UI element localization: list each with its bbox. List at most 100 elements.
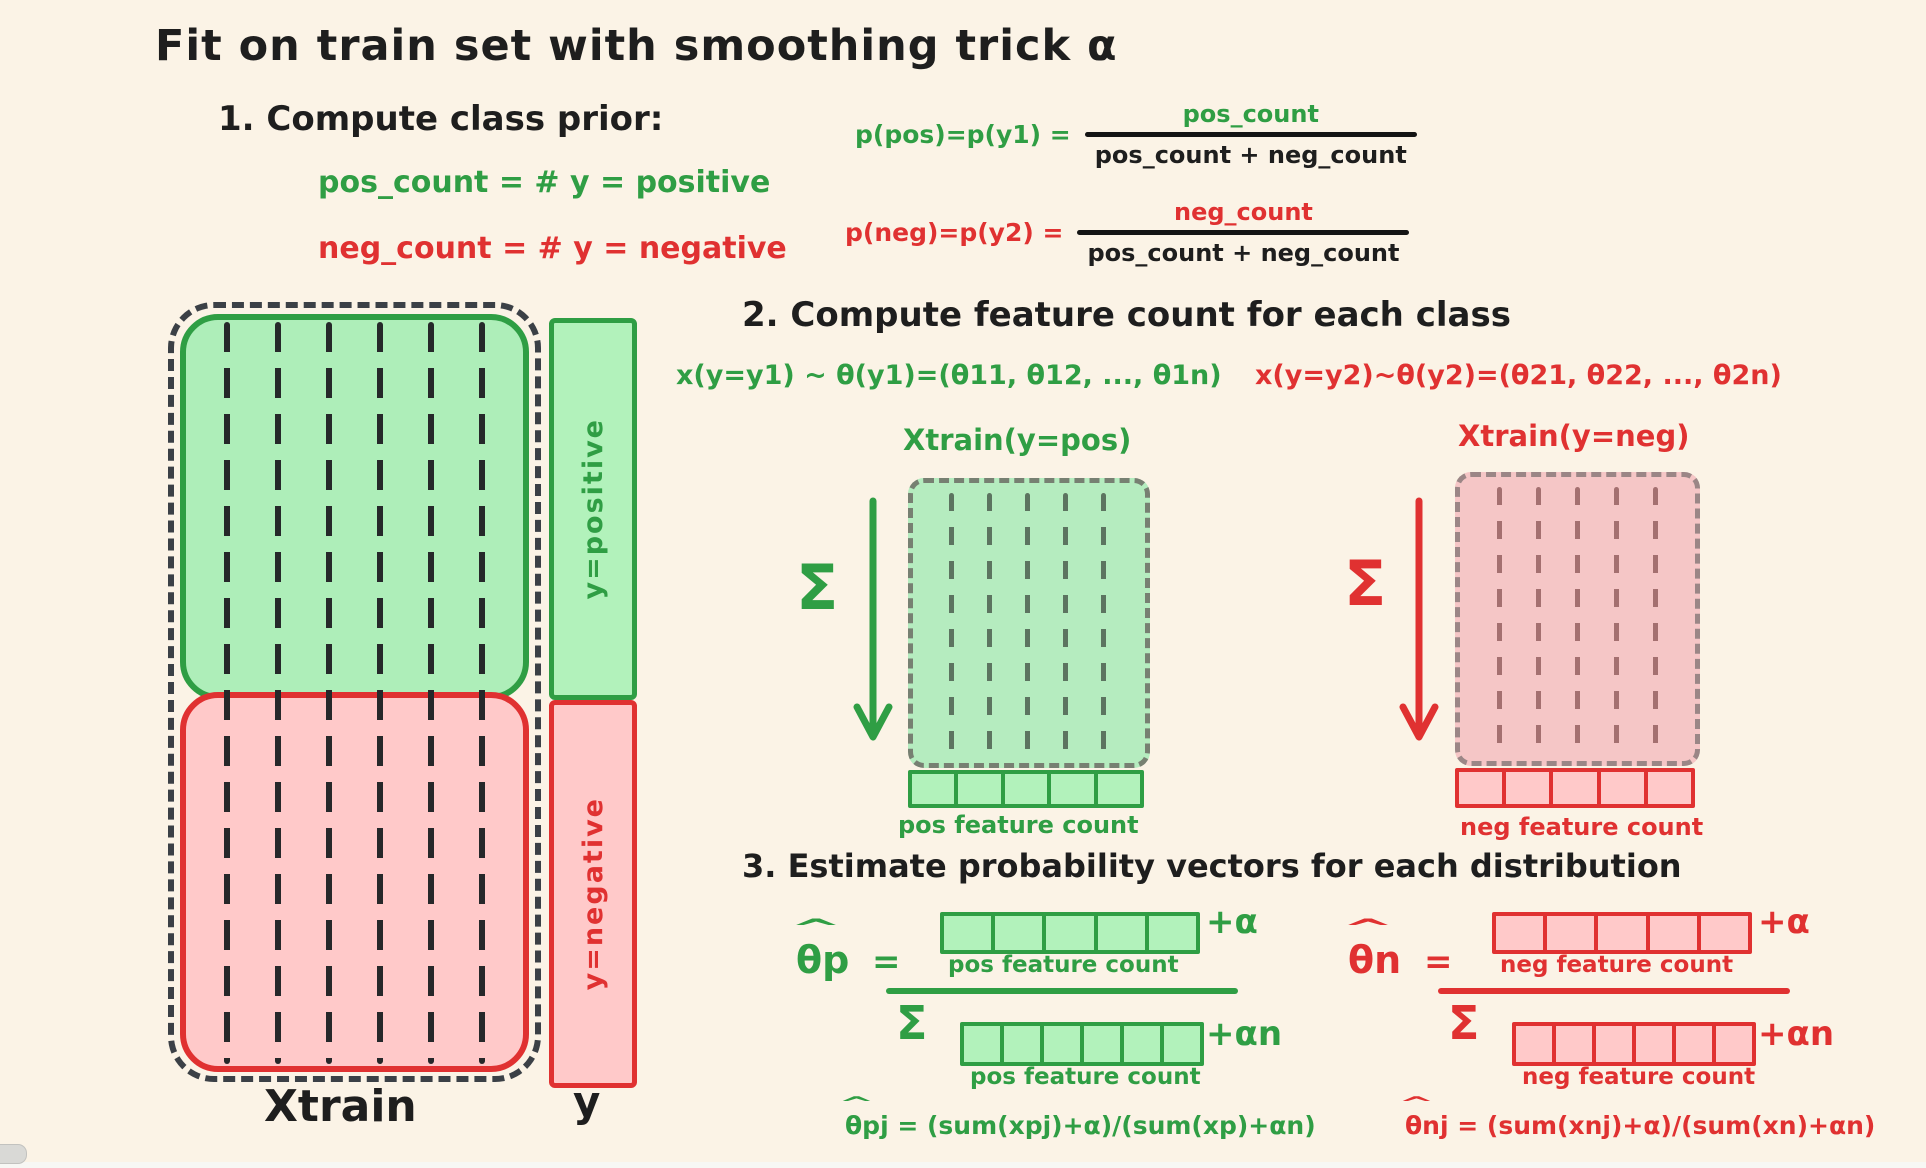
xtrain-pos-matrix-label: Xtrain(y=pos): [903, 423, 1132, 457]
equals-sign: =: [1424, 942, 1453, 982]
neg-feature-count-vector-numerator: [1492, 912, 1752, 954]
xtrain-matrix: [168, 302, 541, 1082]
theta-nj-symbol: θnj: [1405, 1111, 1449, 1140]
vector-cell: [1716, 1026, 1752, 1062]
prior-neg-denominator: pos_count + neg_count: [1087, 239, 1400, 267]
vector-cell: [995, 916, 1047, 950]
vector-cell: [1676, 1026, 1716, 1062]
y-positive-block: y=positive: [549, 318, 637, 700]
matrix-column-line: [1575, 487, 1580, 749]
fraction-bar: [886, 988, 1238, 994]
neg-distribution-formula: x(y=y2)~θ(y2)=(θ21, θ22, ..., θ2n): [1255, 360, 1782, 391]
xtrain-negative-half: [180, 692, 529, 1072]
vector-cell: [1098, 916, 1149, 950]
step2-heading: 2. Compute feature count for each class: [742, 295, 1511, 335]
vector-cell: [1098, 774, 1140, 804]
vector-cell: [1598, 916, 1650, 950]
step1-heading: 1. Compute class prior:: [218, 99, 664, 139]
hat-icon: ^: [789, 914, 843, 942]
horizontal-scrollbar-thumb[interactable]: [0, 1144, 27, 1164]
theta-pj-symbol: θpj: [845, 1111, 889, 1140]
hat-icon: ^: [1341, 914, 1395, 942]
fraction-bar: [1438, 988, 1790, 994]
matrix-column-line: [479, 322, 485, 1064]
vector-cell: [1636, 1026, 1676, 1062]
plus-alpha-label: +α: [1206, 902, 1258, 942]
y-negative-block: y=negative: [549, 700, 637, 1088]
y-column-label: y: [573, 1077, 601, 1126]
vector-cell: [1506, 772, 1554, 804]
matrix-column-line: [326, 322, 332, 1064]
vector-cell: [964, 1026, 1004, 1062]
vector-cell: [944, 916, 996, 950]
matrix-column-line: [1025, 493, 1030, 751]
hat-icon: ^: [1398, 1093, 1435, 1114]
prior-pos-denominator: pos_count + neg_count: [1094, 141, 1407, 169]
theta-pj-formula: ^θpj = (sum(xpj)+α)/(sum(xp)+αn): [838, 1093, 1316, 1141]
sigma-symbol: Σ: [1344, 547, 1387, 620]
vector-cell: [1596, 1026, 1636, 1062]
vector-cell: [1650, 916, 1701, 950]
equals-sign: =: [872, 942, 901, 982]
hat-icon: ^: [838, 1093, 875, 1114]
matrix-column-line: [377, 322, 383, 1064]
matrix-column-line: [949, 493, 954, 751]
pos-feature-count-vector-numerator: [940, 912, 1200, 954]
vector-cell: [1496, 916, 1548, 950]
xtrain-pos-matrix: [908, 478, 1150, 768]
theta-nj-formula: ^θnj = (sum(xnj)+α)/(sum(xn)+αn): [1398, 1093, 1876, 1141]
vector-cell: [1553, 772, 1601, 804]
pos-feature-count-vector: [908, 770, 1144, 808]
matrix-column-line: [1497, 487, 1502, 749]
fraction-bar: [1084, 132, 1417, 137]
pos-feature-count-label: pos feature count: [970, 1064, 1201, 1090]
vector-cell: [1547, 916, 1599, 950]
prior-neg-formula: p(neg)=p(y2) = neg_count pos_count + neg…: [845, 198, 1410, 267]
vector-cell: [1516, 1026, 1556, 1062]
neg-feature-count-label: neg feature count: [1500, 952, 1734, 978]
horizontal-scrollbar-track[interactable]: [0, 1162, 1926, 1168]
theta-nj-expression: = (sum(xnj)+α)/(sum(xn)+αn): [1448, 1111, 1876, 1140]
neg-feature-count-label: neg feature count: [1522, 1064, 1756, 1090]
sigma-symbol: Σ: [796, 551, 839, 624]
y-positive-label: y=positive: [577, 418, 609, 600]
plus-alpha-n-label: +αn: [1758, 1014, 1835, 1054]
prior-pos-lhs: p(pos)=p(y1) =: [855, 120, 1071, 149]
vector-cell: [1701, 916, 1748, 950]
page-title: Fit on train set with smoothing trick α: [155, 21, 1118, 71]
vector-cell: [1004, 1026, 1044, 1062]
y-negative-label: y=negative: [577, 797, 609, 991]
xtrain-neg-matrix-label: Xtrain(y=neg): [1458, 419, 1690, 453]
theta-n-symbol: θn: [1348, 938, 1402, 982]
plus-alpha-n-label: +αn: [1206, 1014, 1283, 1054]
vector-cell: [1601, 772, 1648, 804]
xtrain-neg-matrix: [1455, 472, 1700, 766]
prior-neg-fraction: neg_count pos_count + neg_count: [1077, 198, 1410, 267]
sum-down-arrow: [853, 497, 893, 741]
vector-cell: [1648, 772, 1691, 804]
prior-pos-fraction: pos_count pos_count + neg_count: [1084, 100, 1417, 169]
matrix-column-line: [1063, 493, 1068, 751]
matrix-column-line: [1101, 493, 1106, 751]
pos-count-definition: pos_count = # y = positive: [318, 165, 771, 200]
fraction-bar: [1077, 230, 1410, 235]
vector-cell: [1556, 1026, 1596, 1062]
theta-p-estimate: ^ θp = +α pos feature count Σ +αn pos fe…: [790, 902, 1470, 1168]
xtrain-positive-half: [180, 314, 529, 700]
vector-cell: [1124, 1026, 1164, 1062]
vector-cell: [1044, 1026, 1084, 1062]
plus-alpha-label: +α: [1758, 902, 1810, 942]
pos-feature-count-vector-denominator: [960, 1022, 1204, 1066]
theta-pj-expression: = (sum(xpj)+α)/(sum(xp)+αn): [888, 1111, 1316, 1140]
matrix-column-line: [275, 322, 281, 1064]
matrix-column-line: [1614, 487, 1619, 749]
xtrain-dashed-outline: [168, 302, 541, 1082]
theta-n-estimate: ^ θn = +α neg feature count Σ +αn neg fe…: [1342, 902, 1926, 1168]
xtrain-label: Xtrain: [264, 1081, 417, 1132]
vector-cell: [1084, 1026, 1124, 1062]
vector-cell: [1046, 916, 1098, 950]
vector-cell: [1459, 772, 1507, 804]
pos-feature-count-label: pos feature count: [948, 952, 1179, 978]
sigma-symbol: Σ: [1448, 996, 1480, 1050]
